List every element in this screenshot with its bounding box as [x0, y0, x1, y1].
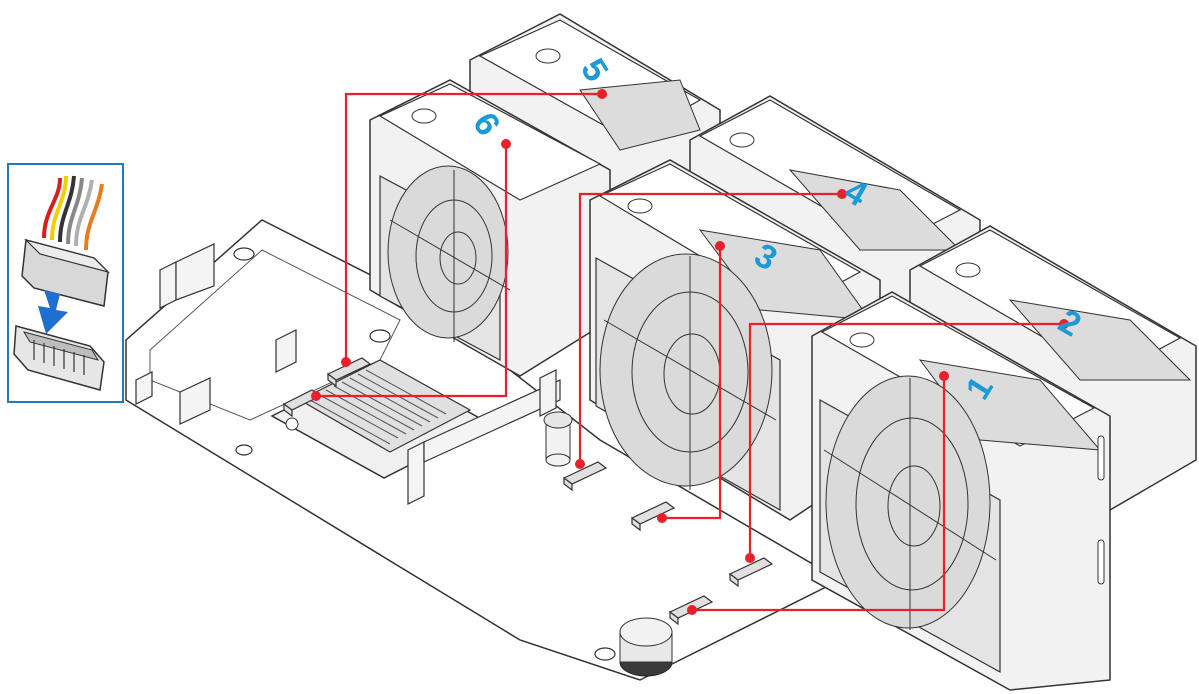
callout-lines [316, 92, 1064, 612]
fan-module-6 [369, 79, 611, 377]
callout-line-3 [662, 246, 722, 520]
callout-dots [311, 89, 1069, 615]
callout-line-6 [316, 144, 508, 398]
keyhole-slot-icon [233, 247, 616, 661]
fan-face-3 [595, 253, 781, 512]
board-slot [407, 369, 561, 505]
header-socket-icon [13, 325, 105, 391]
screw-icon [543, 411, 573, 467]
connector-inset [7, 163, 124, 403]
fan-face-6 [379, 165, 511, 361]
cable-bundle-icon [42, 175, 104, 251]
cable-plug-icon [21, 238, 110, 307]
fan-module-1 [811, 291, 1111, 691]
header-5 [326, 357, 372, 388]
header-2 [728, 557, 774, 588]
callout-line-5 [344, 92, 602, 362]
callout-line-4 [578, 192, 842, 464]
header-4 [562, 461, 608, 492]
header-3 [630, 501, 676, 532]
battery-icon [619, 617, 673, 677]
insert-arrow-icon [38, 290, 68, 334]
callout-line-1 [692, 376, 946, 612]
callout-line-2 [748, 322, 1064, 558]
fan-module-3 [589, 159, 881, 521]
fan-face-1 [819, 375, 1001, 674]
